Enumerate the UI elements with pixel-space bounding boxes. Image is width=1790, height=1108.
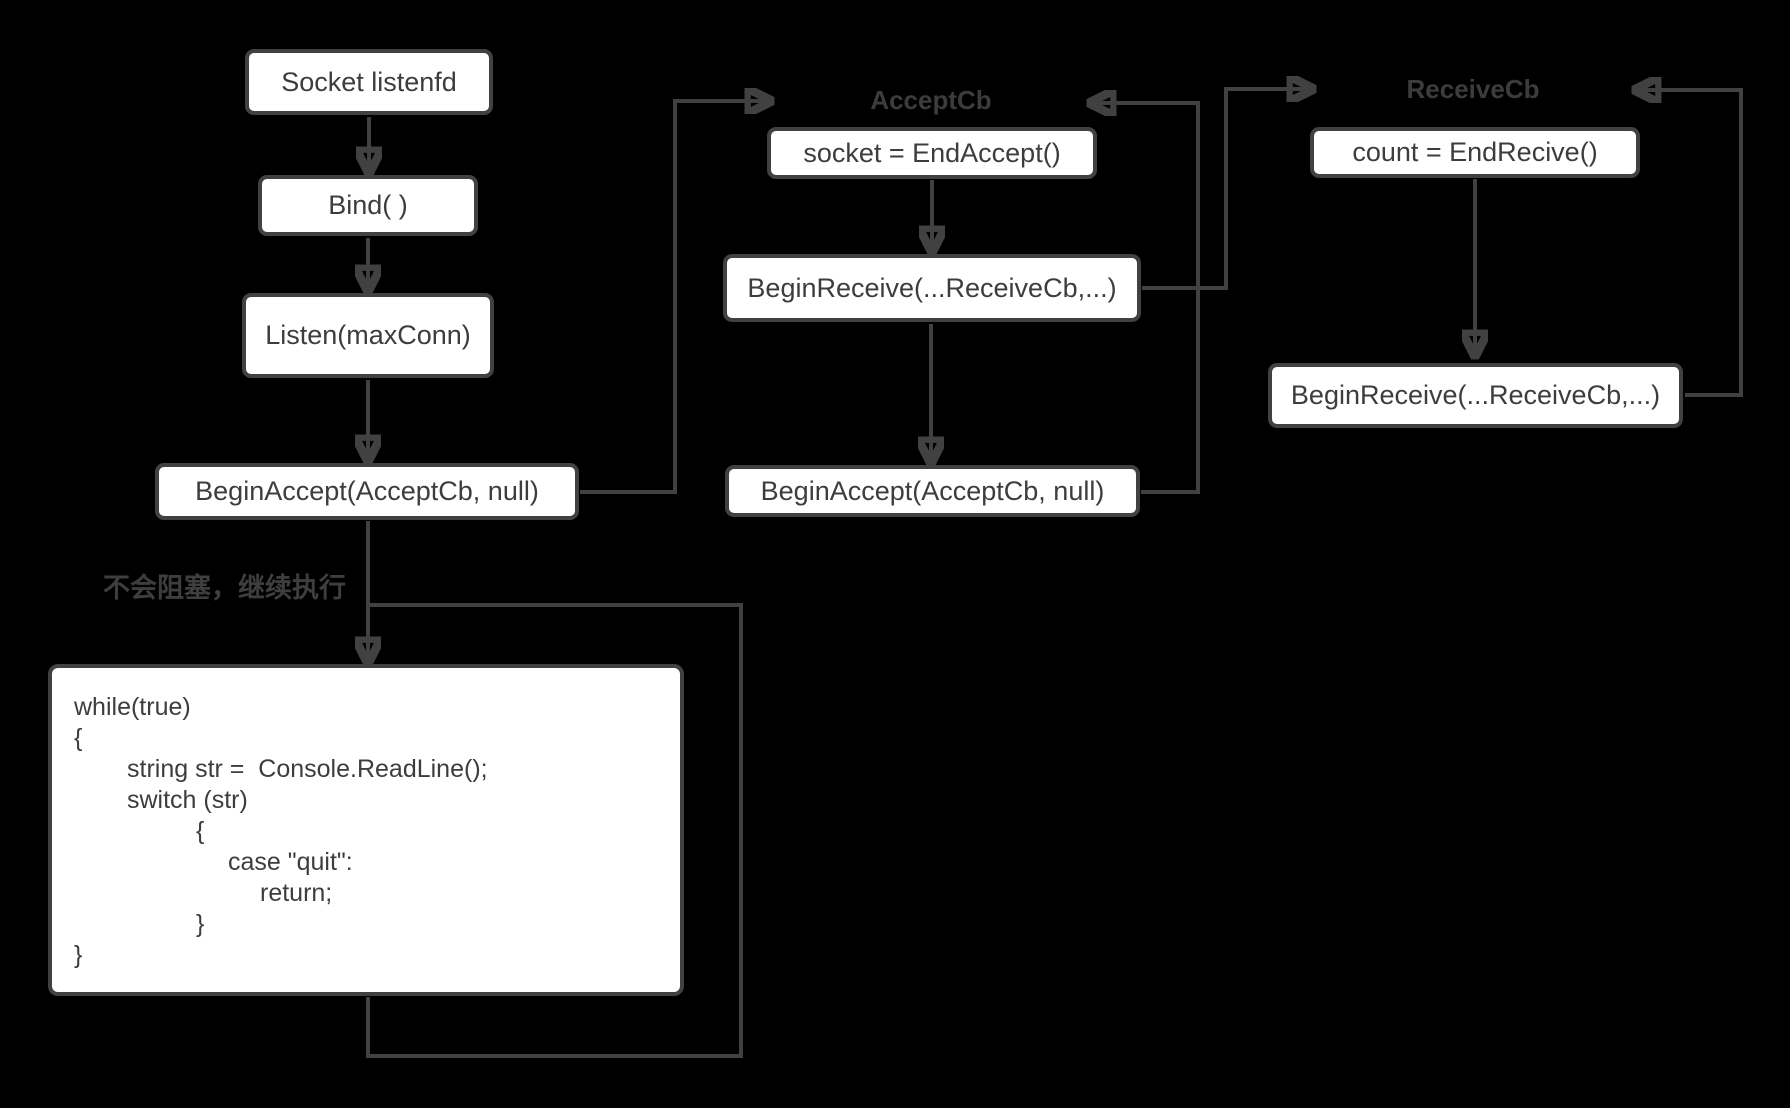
- label-acceptcb-title: AcceptCb: [870, 85, 992, 115]
- node-bind: Bind( ): [258, 175, 478, 236]
- code-line: {: [74, 724, 83, 752]
- label-receivecb-title: ReceiveCb: [1406, 74, 1540, 104]
- code-line: string str = Console.ReadLine();: [127, 755, 488, 783]
- code-line: return;: [260, 879, 333, 907]
- arrow-beginreceive-to-receivecb: [1142, 89, 1308, 290]
- node-socket-listenfd: Socket listenfd: [245, 49, 493, 115]
- node-end-recive: count = EndRecive(): [1310, 127, 1640, 178]
- code-line: case "quit":: [228, 848, 353, 876]
- node-begin-accept-main: BeginAccept(AcceptCb, null): [155, 463, 579, 520]
- node-begin-accept-acceptcb: BeginAccept(AcceptCb, null): [725, 465, 1140, 517]
- node-listen-maxconn: Listen(maxConn): [242, 293, 494, 378]
- code-line: }: [74, 941, 83, 969]
- code-line: while(true): [74, 693, 191, 721]
- code-block-while-loop: while(true) { string str = Console.ReadL…: [48, 664, 684, 996]
- node-begin-receive-receivecb: BeginReceive(...ReceiveCb,...): [1268, 363, 1683, 428]
- arrow-beginreceive2-back-to-receivecb: [1640, 90, 1743, 397]
- node-begin-receive-acceptcb: BeginReceive(...ReceiveCb,...): [723, 254, 1141, 322]
- annotation-nonblocking: 不会阻塞，继续执行: [103, 573, 346, 603]
- code-line: {: [196, 817, 205, 845]
- code-line: }: [196, 910, 205, 938]
- arrow-beginaccept-to-acceptcb: [580, 101, 766, 494]
- loop-codeblock-while: [366, 603, 743, 1058]
- arrow-beginaccept2-back-to-acceptcb: [1095, 103, 1200, 494]
- node-end-accept: socket = EndAccept(): [767, 127, 1097, 179]
- code-line: switch (str): [127, 786, 248, 814]
